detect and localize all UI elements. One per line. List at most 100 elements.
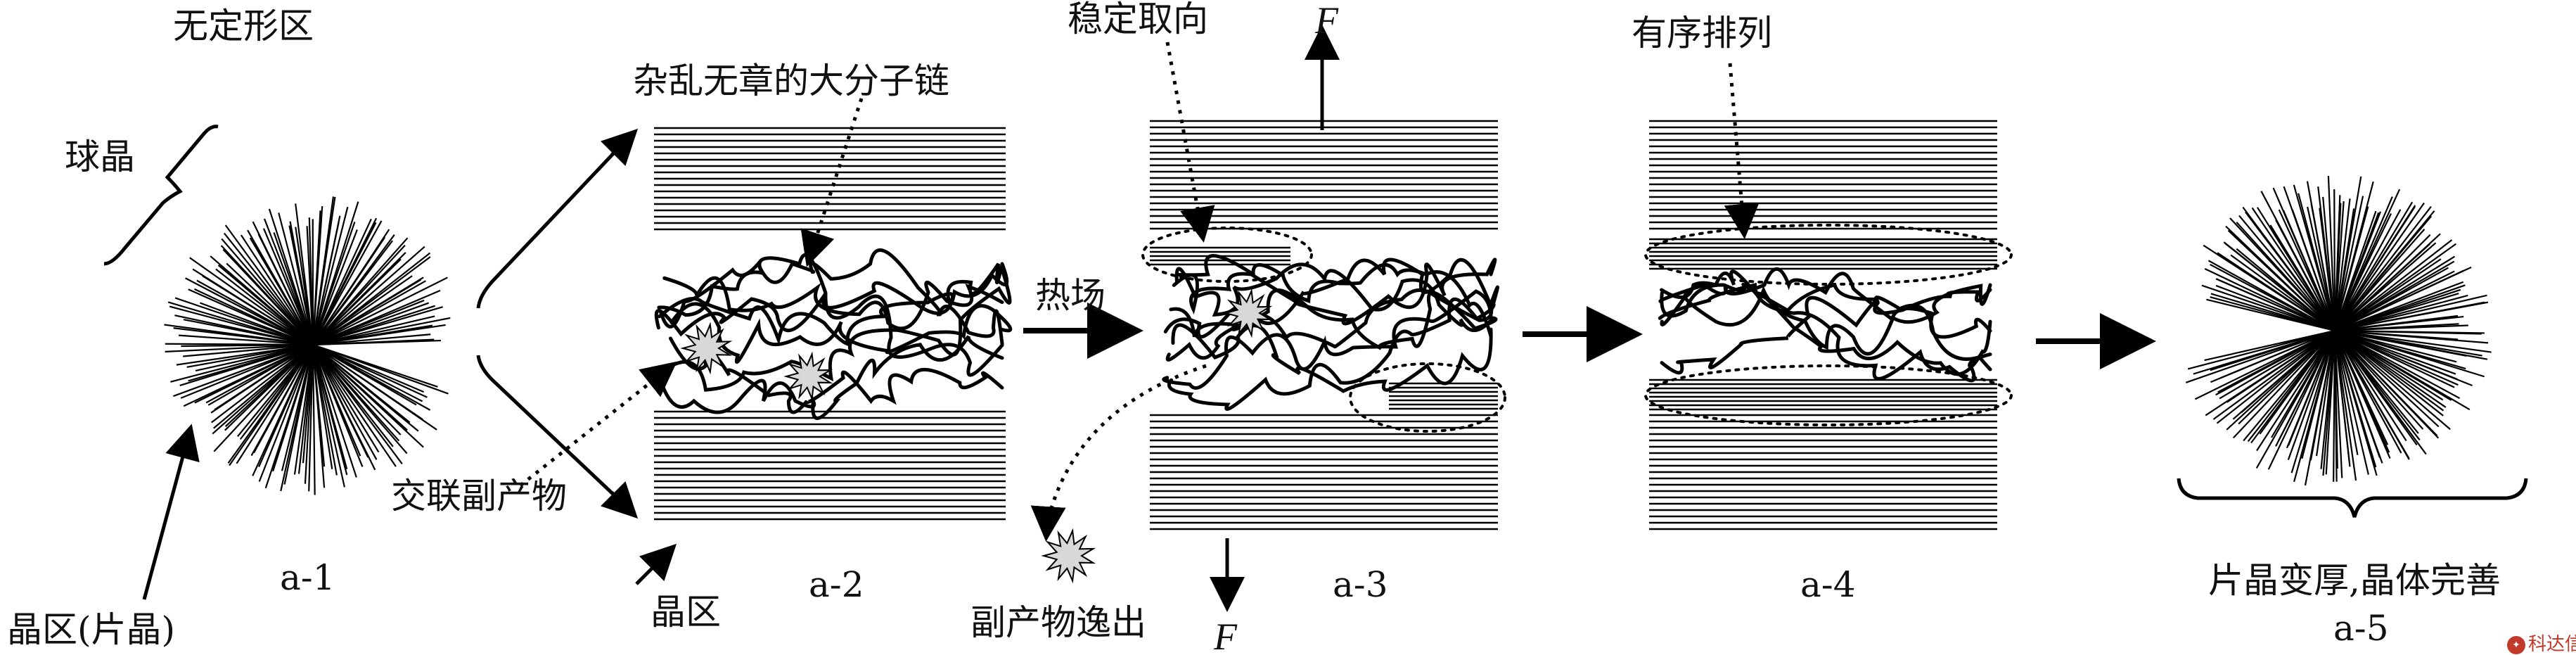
lamella-ray bbox=[2334, 329, 2485, 334]
byproduct-burst bbox=[783, 351, 833, 402]
thickening-bracket bbox=[2177, 478, 2528, 518]
lamella-ray bbox=[2334, 242, 2437, 331]
lamella-ray bbox=[2256, 330, 2335, 452]
label-a2: a-2 bbox=[809, 564, 864, 605]
macromolecule-chain bbox=[669, 302, 1013, 364]
spherulite-bracket bbox=[103, 125, 219, 266]
escape-arrow bbox=[1030, 505, 1066, 542]
lamella-ray bbox=[2333, 330, 2351, 467]
label-stable-orientation: 稳定取向 bbox=[1068, 0, 1208, 39]
lamella-ray bbox=[214, 344, 314, 411]
lamella-ray bbox=[2238, 215, 2335, 331]
lamella-ray bbox=[183, 343, 314, 357]
byproduct-burst bbox=[1223, 288, 1273, 338]
lamella-ray bbox=[2306, 181, 2336, 331]
stack-a3-bottom bbox=[1150, 414, 1498, 530]
lamella-ray bbox=[258, 344, 314, 482]
lamella-ray bbox=[2236, 248, 2335, 331]
escape-path bbox=[1046, 364, 1207, 521]
lamella-ray bbox=[312, 306, 444, 346]
ordered-pointer bbox=[1724, 63, 1760, 239]
lamella-ray bbox=[2187, 329, 2335, 370]
lamella-ray bbox=[312, 206, 349, 345]
macromolecule-chain bbox=[1660, 269, 1992, 376]
lamella-ray bbox=[2334, 324, 2468, 332]
watermark-text: 科达信 bbox=[2528, 634, 2576, 655]
label-force-top: F bbox=[1315, 0, 1338, 42]
lamella-ray bbox=[2275, 330, 2335, 447]
lamella-ray bbox=[312, 344, 378, 460]
arrows-and-brackets bbox=[103, 25, 2528, 612]
lamella-ray bbox=[2287, 330, 2336, 460]
lamella-ray bbox=[2333, 189, 2336, 331]
lamella-ray bbox=[2334, 229, 2426, 331]
lamella-ray bbox=[312, 229, 358, 345]
lamella-ray bbox=[2283, 186, 2336, 331]
lamella-ray bbox=[247, 229, 314, 345]
stack-a4-ordered-top bbox=[1649, 238, 1997, 270]
lamella-ray bbox=[312, 344, 424, 448]
macromolecule-chain bbox=[1660, 288, 1992, 375]
label-a5: a-5 bbox=[2333, 608, 2389, 649]
watermark: ✦科达信 bbox=[2507, 630, 2576, 655]
byproduct-burst bbox=[1041, 528, 1096, 584]
label-crosslink-byproduct: 交联副产物 bbox=[391, 476, 567, 516]
lamella-ray bbox=[2226, 330, 2335, 403]
fork-arrow-up bbox=[601, 128, 639, 166]
lamella-ray bbox=[2334, 202, 2425, 331]
lamella-ray bbox=[195, 343, 314, 371]
lamella-ray bbox=[213, 344, 314, 429]
lamella-ray bbox=[257, 234, 314, 345]
fork-arrow-down-shaft bbox=[476, 355, 620, 501]
lamella-ray bbox=[312, 256, 431, 345]
lamella-ray bbox=[2275, 220, 2335, 331]
lamella-ray bbox=[237, 344, 314, 438]
lamella-ray bbox=[170, 343, 314, 383]
lamella-ray bbox=[312, 315, 435, 346]
lamella-ray bbox=[2207, 260, 2335, 331]
lamella-ray bbox=[2334, 329, 2459, 341]
lamella-ray bbox=[312, 344, 402, 435]
lamella-ray bbox=[2216, 330, 2335, 424]
stack-a4-top bbox=[1649, 120, 1997, 230]
macromolecule-chain bbox=[654, 262, 1009, 337]
lamella-ray bbox=[2334, 301, 2485, 332]
label-thickening: 片晶变厚,晶体完善 bbox=[2208, 560, 2501, 601]
fork-arrow-down bbox=[601, 481, 639, 519]
lamella-ray bbox=[312, 275, 413, 345]
lamella-ray bbox=[2210, 329, 2335, 383]
lamella-ray bbox=[312, 324, 446, 346]
lamella-ray bbox=[167, 301, 314, 346]
crystal-region-arrow bbox=[635, 543, 677, 585]
macromolecule-chain bbox=[1660, 283, 1992, 356]
lamella-ray bbox=[2271, 330, 2335, 438]
lamella-ray bbox=[312, 258, 402, 345]
lamella-ray bbox=[2282, 210, 2336, 331]
label-byproduct-escape: 副产物逸出 bbox=[970, 602, 1146, 643]
lamella-ray bbox=[176, 343, 314, 366]
lamella-ray bbox=[2290, 330, 2336, 473]
orientation-ellipse-2 bbox=[1349, 362, 1506, 433]
lamella-ray bbox=[2334, 266, 2472, 331]
lamella-ray bbox=[2334, 205, 2416, 331]
chains-a3 bbox=[1162, 254, 1500, 411]
lamella-ray bbox=[2210, 293, 2335, 332]
lamella-ray bbox=[312, 344, 397, 467]
lamella-ray bbox=[183, 344, 314, 407]
lamella-ray bbox=[2334, 330, 2455, 388]
lamella-ray bbox=[172, 343, 314, 398]
lamella-ray bbox=[2215, 284, 2335, 332]
lamella-ray bbox=[202, 275, 314, 345]
lamella-ray bbox=[253, 344, 314, 454]
label-a3: a-3 bbox=[1333, 564, 1388, 605]
stack-a2-bottom bbox=[654, 410, 1006, 521]
lamella-ray bbox=[312, 344, 408, 454]
lamella-ray bbox=[2288, 330, 2336, 446]
label-random-chains: 杂乱无章的大分子链 bbox=[633, 61, 949, 101]
lamella-ray bbox=[2243, 330, 2335, 442]
lamella-ray bbox=[2236, 222, 2335, 331]
lamella-ray bbox=[2219, 330, 2335, 400]
lamella-ray bbox=[2333, 330, 2369, 475]
lamella-ray bbox=[2334, 330, 2440, 428]
